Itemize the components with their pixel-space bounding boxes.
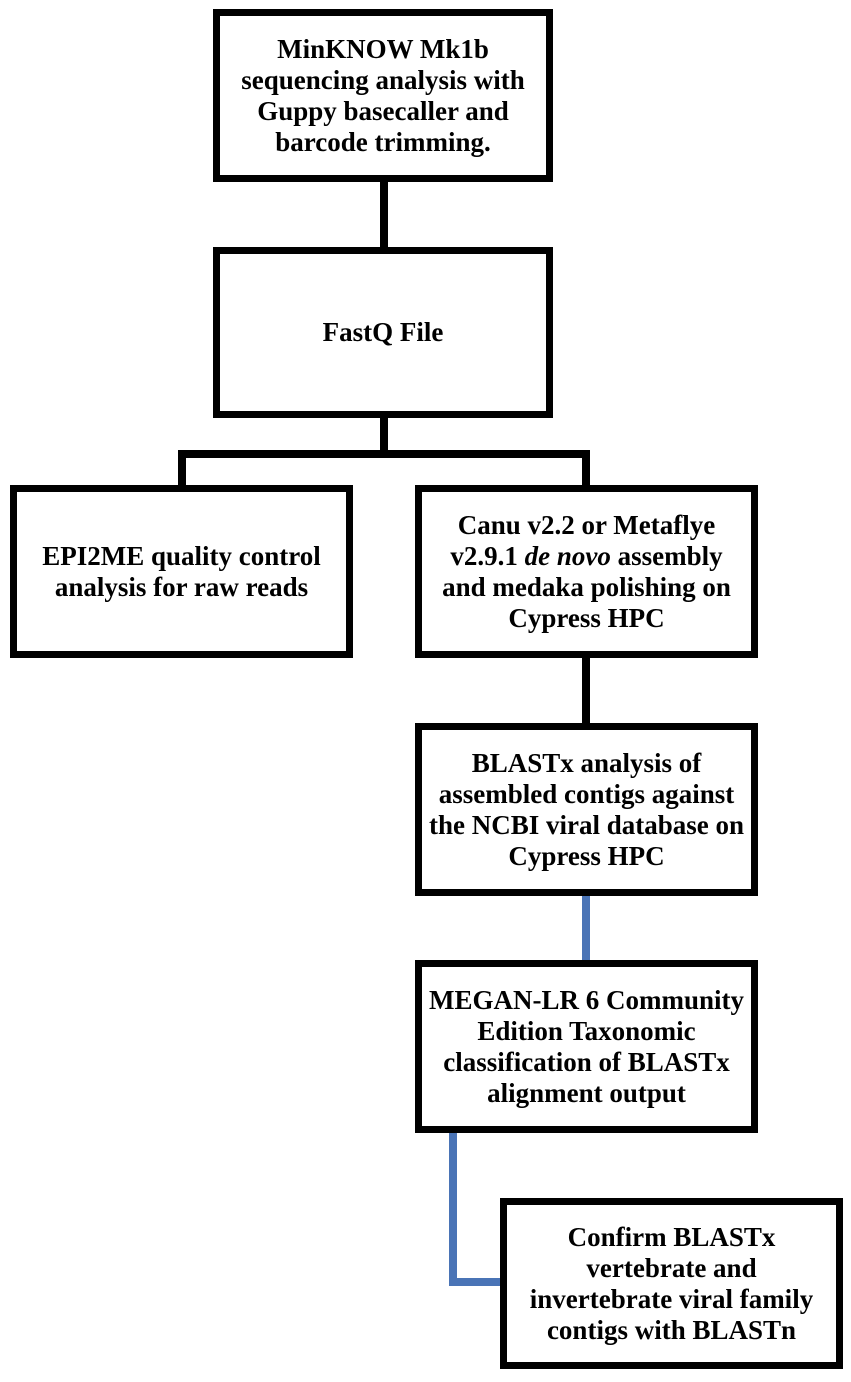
node-assembly-text-italic: de novo — [524, 540, 611, 571]
node-minknow-text: MinKNOW Mk1b sequencing analysis with Gu… — [241, 33, 525, 157]
node-confirm: Confirm BLASTx vertebrate and invertebra… — [500, 1198, 843, 1369]
node-confirm-text: Confirm BLASTx vertebrate and invertebra… — [529, 1221, 814, 1345]
node-epi2me: EPI2ME quality control analysis for raw … — [10, 485, 353, 658]
node-megan: MEGAN-LR 6 Community Edition Taxonomic c… — [415, 960, 758, 1133]
node-assembly: Canu v2.2 or Metaflye v2.9.1 de novo ass… — [415, 485, 758, 658]
node-assembly-text: Canu v2.2 or Metaflye v2.9.1 de novo ass… — [428, 510, 745, 634]
node-megan-text: MEGAN-LR 6 Community Edition Taxonomic c… — [429, 984, 744, 1108]
node-assembly-text-before: Canu v2.2 or Metaflye v2.9.1 — [450, 509, 716, 571]
node-assembly-text-after: assembly and medaka polishing on Cypress… — [442, 540, 731, 633]
node-epi2me-text: EPI2ME quality control analysis for raw … — [42, 540, 321, 602]
node-blastx-text: BLASTx analysis of assembled contigs aga… — [428, 747, 745, 871]
node-minknow: MinKNOW Mk1b sequencing analysis with Gu… — [213, 9, 553, 182]
node-blastx: BLASTx analysis of assembled contigs aga… — [415, 723, 758, 896]
node-fastq-text: FastQ File — [322, 317, 444, 347]
connector-megan-confirm — [449, 1130, 505, 1286]
node-fastq: FastQ File — [213, 247, 553, 418]
